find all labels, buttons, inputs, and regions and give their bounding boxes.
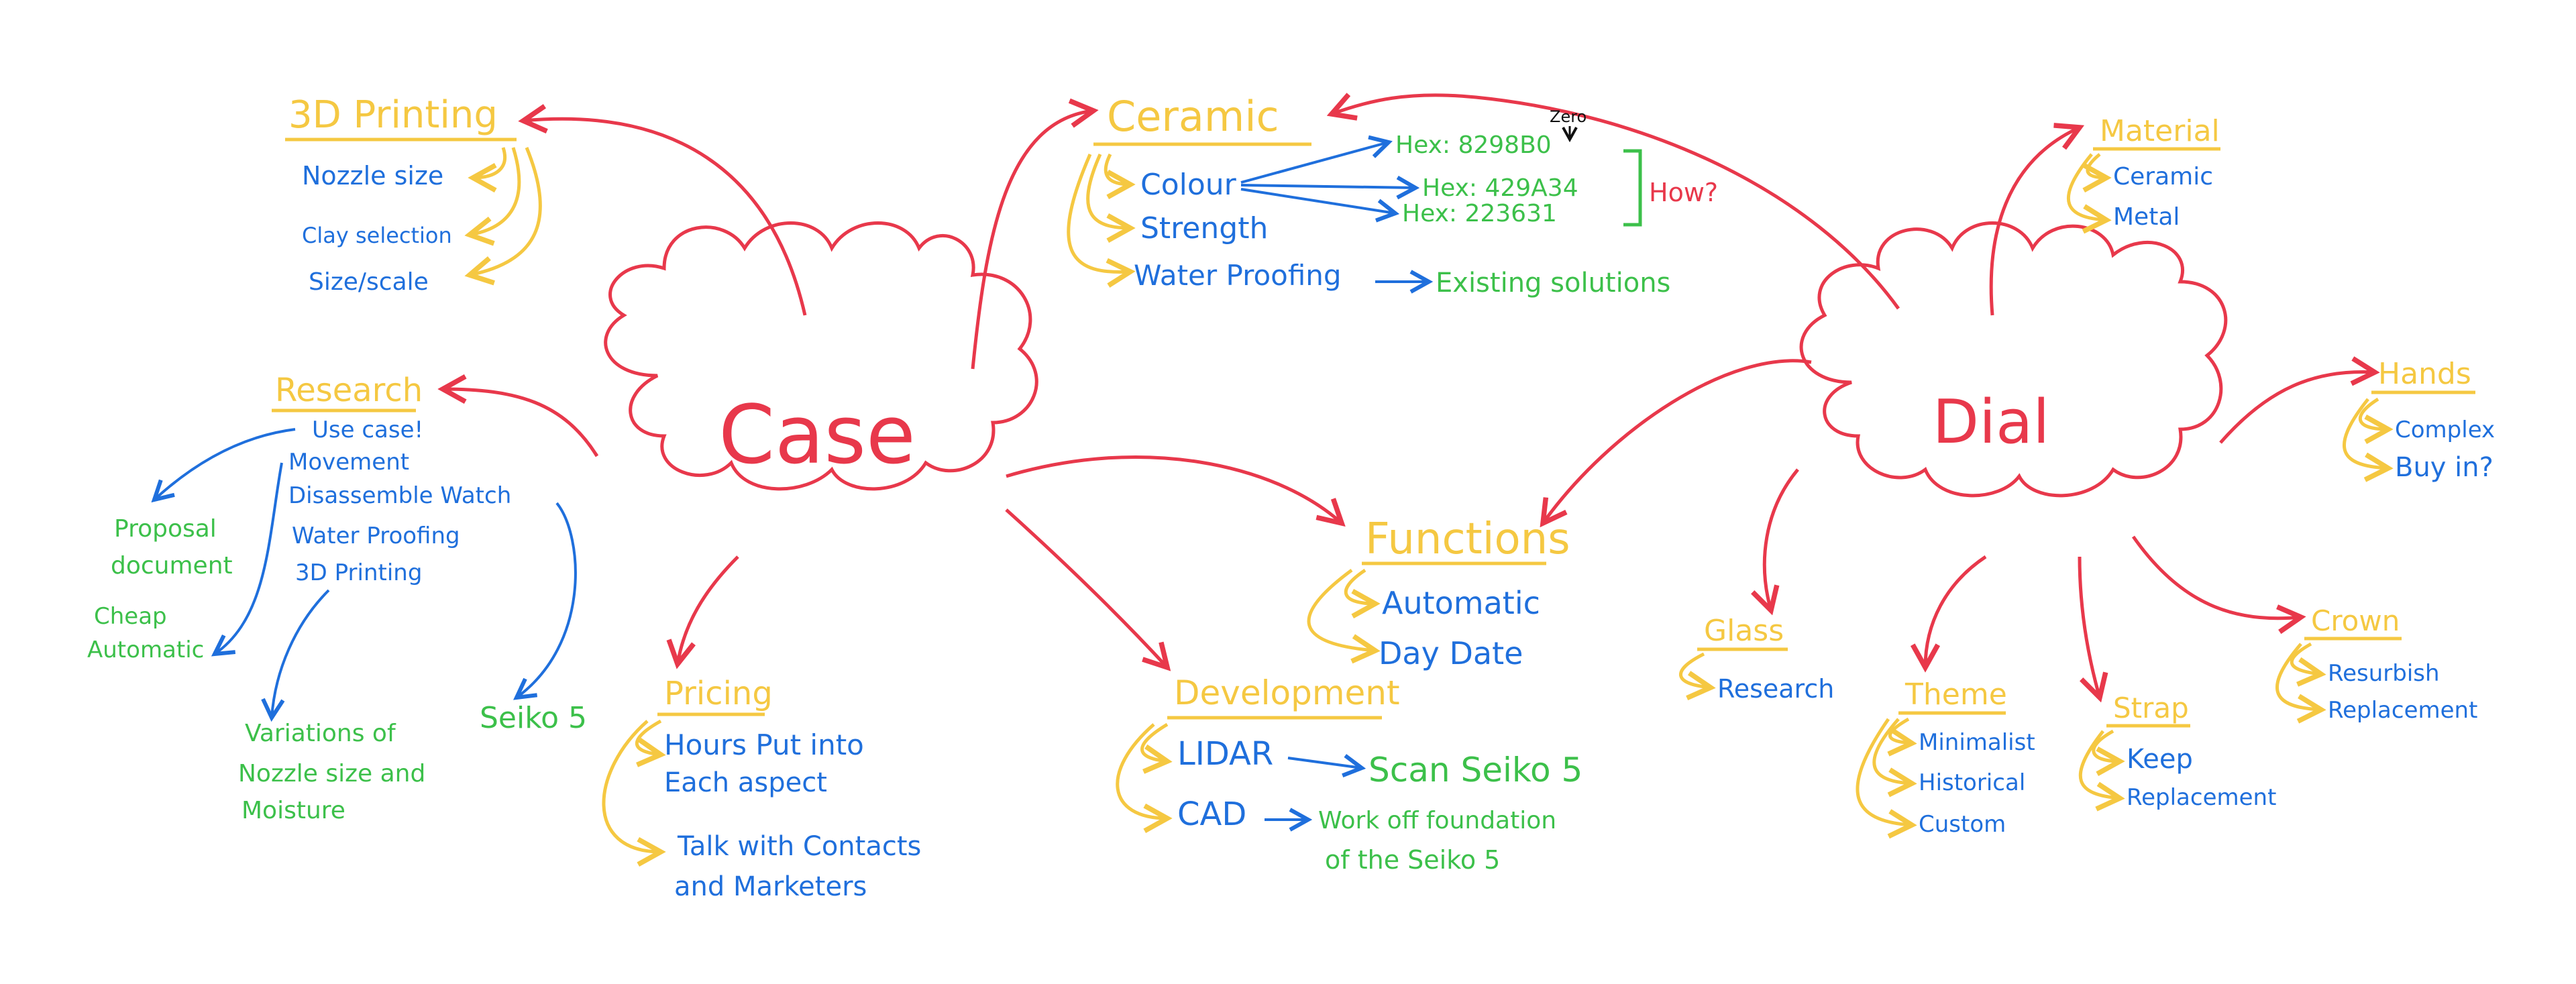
- research-outcome-7: Moisture: [241, 797, 345, 824]
- pricing-title: Pricing: [664, 675, 773, 712]
- ceramic-bracket: [1623, 149, 1642, 227]
- material-title: Material: [2100, 114, 2220, 148]
- node-crown: Crown Resurbish Replacement: [2275, 604, 2477, 724]
- development-title: Development: [1174, 673, 1400, 712]
- arrow-case-to-3d-printing: [523, 119, 807, 316]
- ceramic-item-3: Water Proofing: [1134, 259, 1342, 292]
- ceramic-existing: Existing solutions: [1436, 268, 1670, 298]
- strap-item-2: Replacement: [2127, 784, 2276, 811]
- pricing-item-4: and Marketers: [674, 871, 867, 902]
- crown-item-1: Resurbish: [2328, 660, 2440, 687]
- theme-title: Theme: [1904, 677, 2007, 712]
- case-title: Case: [718, 389, 916, 482]
- node-3d-printing: 3D Printing Nozzle size Clay selection S…: [285, 93, 542, 296]
- development-outcome-1: Scan Seiko 5: [1368, 751, 1582, 789]
- node-strap: Strap Keep Replacement: [2078, 692, 2276, 811]
- research-item-5: 3D Printing: [295, 559, 422, 586]
- research-outcome-3: Cheap: [94, 603, 167, 630]
- development-item-1: LIDAR: [1177, 735, 1273, 773]
- research-outcome-6: Nozzle size and: [238, 760, 425, 787]
- arrow-case-to-functions: [1006, 455, 1342, 523]
- glass-item-1: Research: [1717, 674, 1834, 704]
- arrow-dial-to-ceramic: [1332, 95, 1900, 310]
- functions-item-2: Day Date: [1379, 635, 1523, 671]
- crown-item-2: Replacement: [2328, 697, 2477, 724]
- node-theme: Theme Minimalist Historical Custom: [1856, 677, 2035, 838]
- arrow-dial-to-strap: [2078, 556, 2100, 698]
- research-item-3: Disassemble Watch: [288, 482, 511, 509]
- research-item-4: Water Proofing: [292, 523, 460, 549]
- research-outcome-1: Proposal: [114, 515, 217, 543]
- arrow-dial-to-functions: [1543, 359, 1812, 523]
- ceramic-zero-label: Zero: [1550, 107, 1587, 126]
- red-connectors: [443, 95, 2375, 698]
- theme-item-2: Historical: [1919, 769, 2025, 796]
- 3d-printing-item-3: Size/scale: [309, 268, 429, 296]
- arrow-dial-to-theme: [1925, 555, 1987, 667]
- arrow-case-to-research: [443, 389, 599, 457]
- node-glass: Glass Research: [1679, 614, 1834, 704]
- pricing-item-1: Hours Put into: [664, 728, 864, 761]
- strap-item-1: Keep: [2127, 744, 2193, 775]
- ceramic-hex-2: Hex: 429A34: [1422, 174, 1578, 202]
- node-ceramic: Ceramic Colour Strength Water Proofing H…: [1067, 92, 1718, 298]
- theme-item-1: Minimalist: [1919, 729, 2035, 756]
- research-item-1: Use case!: [312, 417, 423, 443]
- theme-item-3: Custom: [1919, 811, 2006, 838]
- node-development: Development LIDAR CAD Scan Seiko 5 Work …: [1116, 673, 1582, 875]
- crown-title: Crown: [2311, 604, 2400, 637]
- dial-cloud: [1799, 221, 2228, 498]
- research-item-2: Movement: [288, 449, 409, 476]
- development-item-2: CAD: [1177, 796, 1246, 833]
- arrow-case-to-ceramic: [971, 111, 1093, 370]
- ceramic-title: Ceramic: [1107, 92, 1279, 141]
- node-pricing: Pricing Hours Put into Each aspect Talk …: [602, 675, 921, 902]
- functions-title: Functions: [1365, 514, 1570, 564]
- material-item-2: Metal: [2113, 203, 2180, 231]
- hands-item-2: Buy in?: [2395, 452, 2493, 483]
- node-material: Material Ceramic Metal: [2066, 114, 2220, 231]
- hands-title: Hands: [2378, 357, 2471, 391]
- case-cloud: [604, 221, 1038, 491]
- node-research: Research Use case! Movement Disassemble …: [87, 372, 587, 824]
- ceramic-how: How?: [1649, 178, 1718, 207]
- glass-title: Glass: [1704, 614, 1784, 648]
- pricing-item-2: Each aspect: [664, 767, 827, 798]
- arrow-dial-to-material: [1989, 127, 2080, 316]
- node-functions: Functions Automatic Day Date: [1307, 514, 1570, 671]
- node-hands: Hands Complex Buy in?: [2342, 357, 2495, 483]
- development-outcome-2: Work off foundation: [1318, 807, 1556, 834]
- research-outcome-4: Automatic: [87, 637, 204, 663]
- arrow-case-to-pricing: [678, 555, 739, 664]
- dial-title: Dial: [1933, 387, 2049, 457]
- arrow-case-to-development: [1005, 508, 1167, 667]
- material-item-1: Ceramic: [2113, 163, 2213, 190]
- research-title: Research: [275, 372, 423, 409]
- arrow-dial-to-hands: [2219, 372, 2375, 444]
- ceramic-item-2: Strength: [1140, 211, 1268, 245]
- ceramic-item-1: Colour: [1140, 168, 1237, 202]
- pricing-item-3: Talk with Contacts: [677, 831, 921, 862]
- research-outcome-2: document: [111, 552, 233, 580]
- strap-title: Strap: [2113, 692, 2189, 724]
- arrow-dial-to-crown: [2131, 535, 2301, 618]
- hands-item-1: Complex: [2395, 417, 2495, 443]
- development-outcome-3: of the Seiko 5: [1325, 845, 1500, 875]
- arrow-dial-to-glass: [1764, 468, 1799, 610]
- functions-item-1: Automatic: [1382, 585, 1540, 621]
- ceramic-hex-3: Hex: 223631: [1402, 200, 1557, 227]
- research-outcome-8: Seiko 5: [480, 701, 587, 735]
- 3d-printing-item-1: Nozzle size: [302, 161, 443, 190]
- ceramic-hex-1: Hex: 8298B0: [1395, 131, 1552, 159]
- research-outcome-5: Variations of: [245, 720, 396, 747]
- 3d-printing-title: 3D Printing: [288, 93, 498, 137]
- 3d-printing-item-2: Clay selection: [302, 223, 452, 248]
